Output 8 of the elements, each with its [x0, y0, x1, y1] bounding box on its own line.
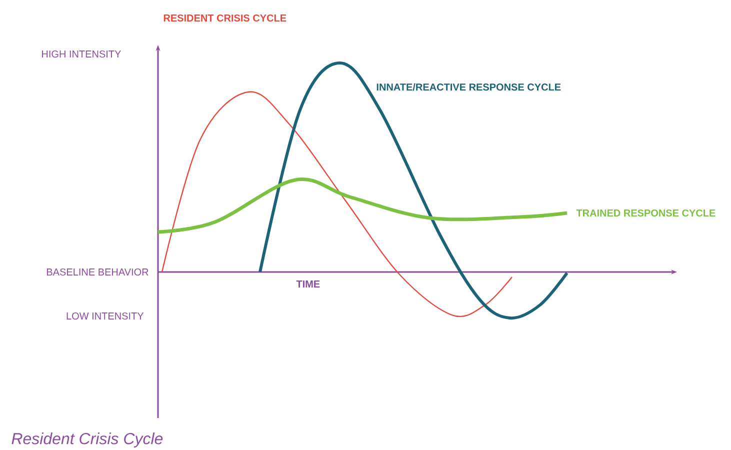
axis-label: LOW INTENSITY: [66, 312, 144, 320]
axis-label: BASELINE BEHAVIOR: [47, 268, 148, 276]
axis-label: TRAINED RESPONSE CYCLE: [576, 209, 716, 217]
axis-label: RESIDENT CRISIS CYCLE: [164, 14, 286, 22]
axis-label: INNATE/REACTIVE RESPONSE CYCLE: [376, 83, 561, 91]
axis-label: HIGH INTENSITY: [42, 50, 121, 58]
axis-label: TIME: [296, 280, 320, 288]
caption: Resident Crisis Cycle: [12, 432, 163, 448]
